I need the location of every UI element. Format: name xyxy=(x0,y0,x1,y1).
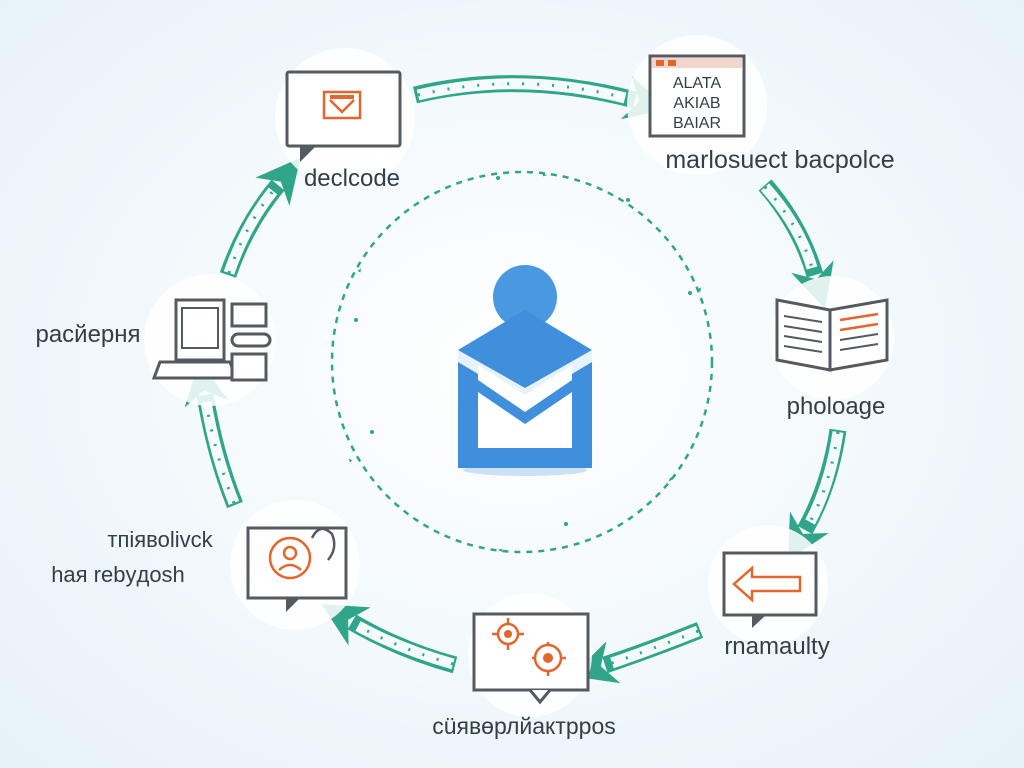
arrow-pholoage-to-rnamaulty xyxy=(787,428,847,561)
person-envelope-icon xyxy=(458,265,592,476)
person-speech-icon xyxy=(246,526,348,612)
node-pholoage: pholoage xyxy=(770,276,894,420)
node-bottom-left: тпiявоlivck hая rebyдosh xyxy=(51,500,360,630)
label-rnamaulty: rnamaulty xyxy=(724,633,829,660)
outer-arrows xyxy=(184,75,847,684)
computer-icon xyxy=(151,298,272,382)
label-declcode: declcode xyxy=(304,165,400,192)
inner-dashed-cycle xyxy=(330,170,714,554)
table-line-2: AKIAB xyxy=(673,95,720,112)
gears-box-icon xyxy=(472,612,590,705)
code-box-icon xyxy=(285,70,402,162)
label-bottom-left-line2: hая rebyдosh xyxy=(51,562,185,587)
text-table-icon: ALATA AKIAB BAIAR xyxy=(648,54,746,138)
table-line-3: BAIAR xyxy=(673,115,721,132)
arrow-person-to-computer xyxy=(184,360,243,509)
label-bottom-left-line1: тпiявоlivck xyxy=(107,527,213,552)
node-marlosuect: ALATA AKIAB BAIAR marlosuect bacpolce xyxy=(627,35,895,175)
label-marlosuect: marlosuect bacpolce xyxy=(665,146,894,174)
node-rnamaulty: rnamaulty xyxy=(708,525,830,660)
arrow-declcode-to-marlosuect xyxy=(413,75,670,120)
table-line-1: ALATA xyxy=(673,75,722,92)
arrow-rnamaulty-to-bottom xyxy=(571,622,704,684)
label-bottom: cüявөрлйактрpos xyxy=(432,713,616,739)
open-book-icon xyxy=(775,298,889,372)
label-pholoage: pholoage xyxy=(787,393,886,420)
node-bottom: cüявөрлйактрpos xyxy=(432,593,616,739)
arrow-computer-to-declcode xyxy=(219,157,301,278)
label-pacйерня: pacйерня xyxy=(35,321,140,348)
arrow-marlosuect-to-pholoage xyxy=(758,179,834,309)
left-arrow-box-icon xyxy=(722,551,818,628)
node-declcode: declcode xyxy=(275,48,415,192)
node-pacйерня: pacйерня xyxy=(35,274,276,406)
arrow-bottom-to-person xyxy=(321,604,458,674)
